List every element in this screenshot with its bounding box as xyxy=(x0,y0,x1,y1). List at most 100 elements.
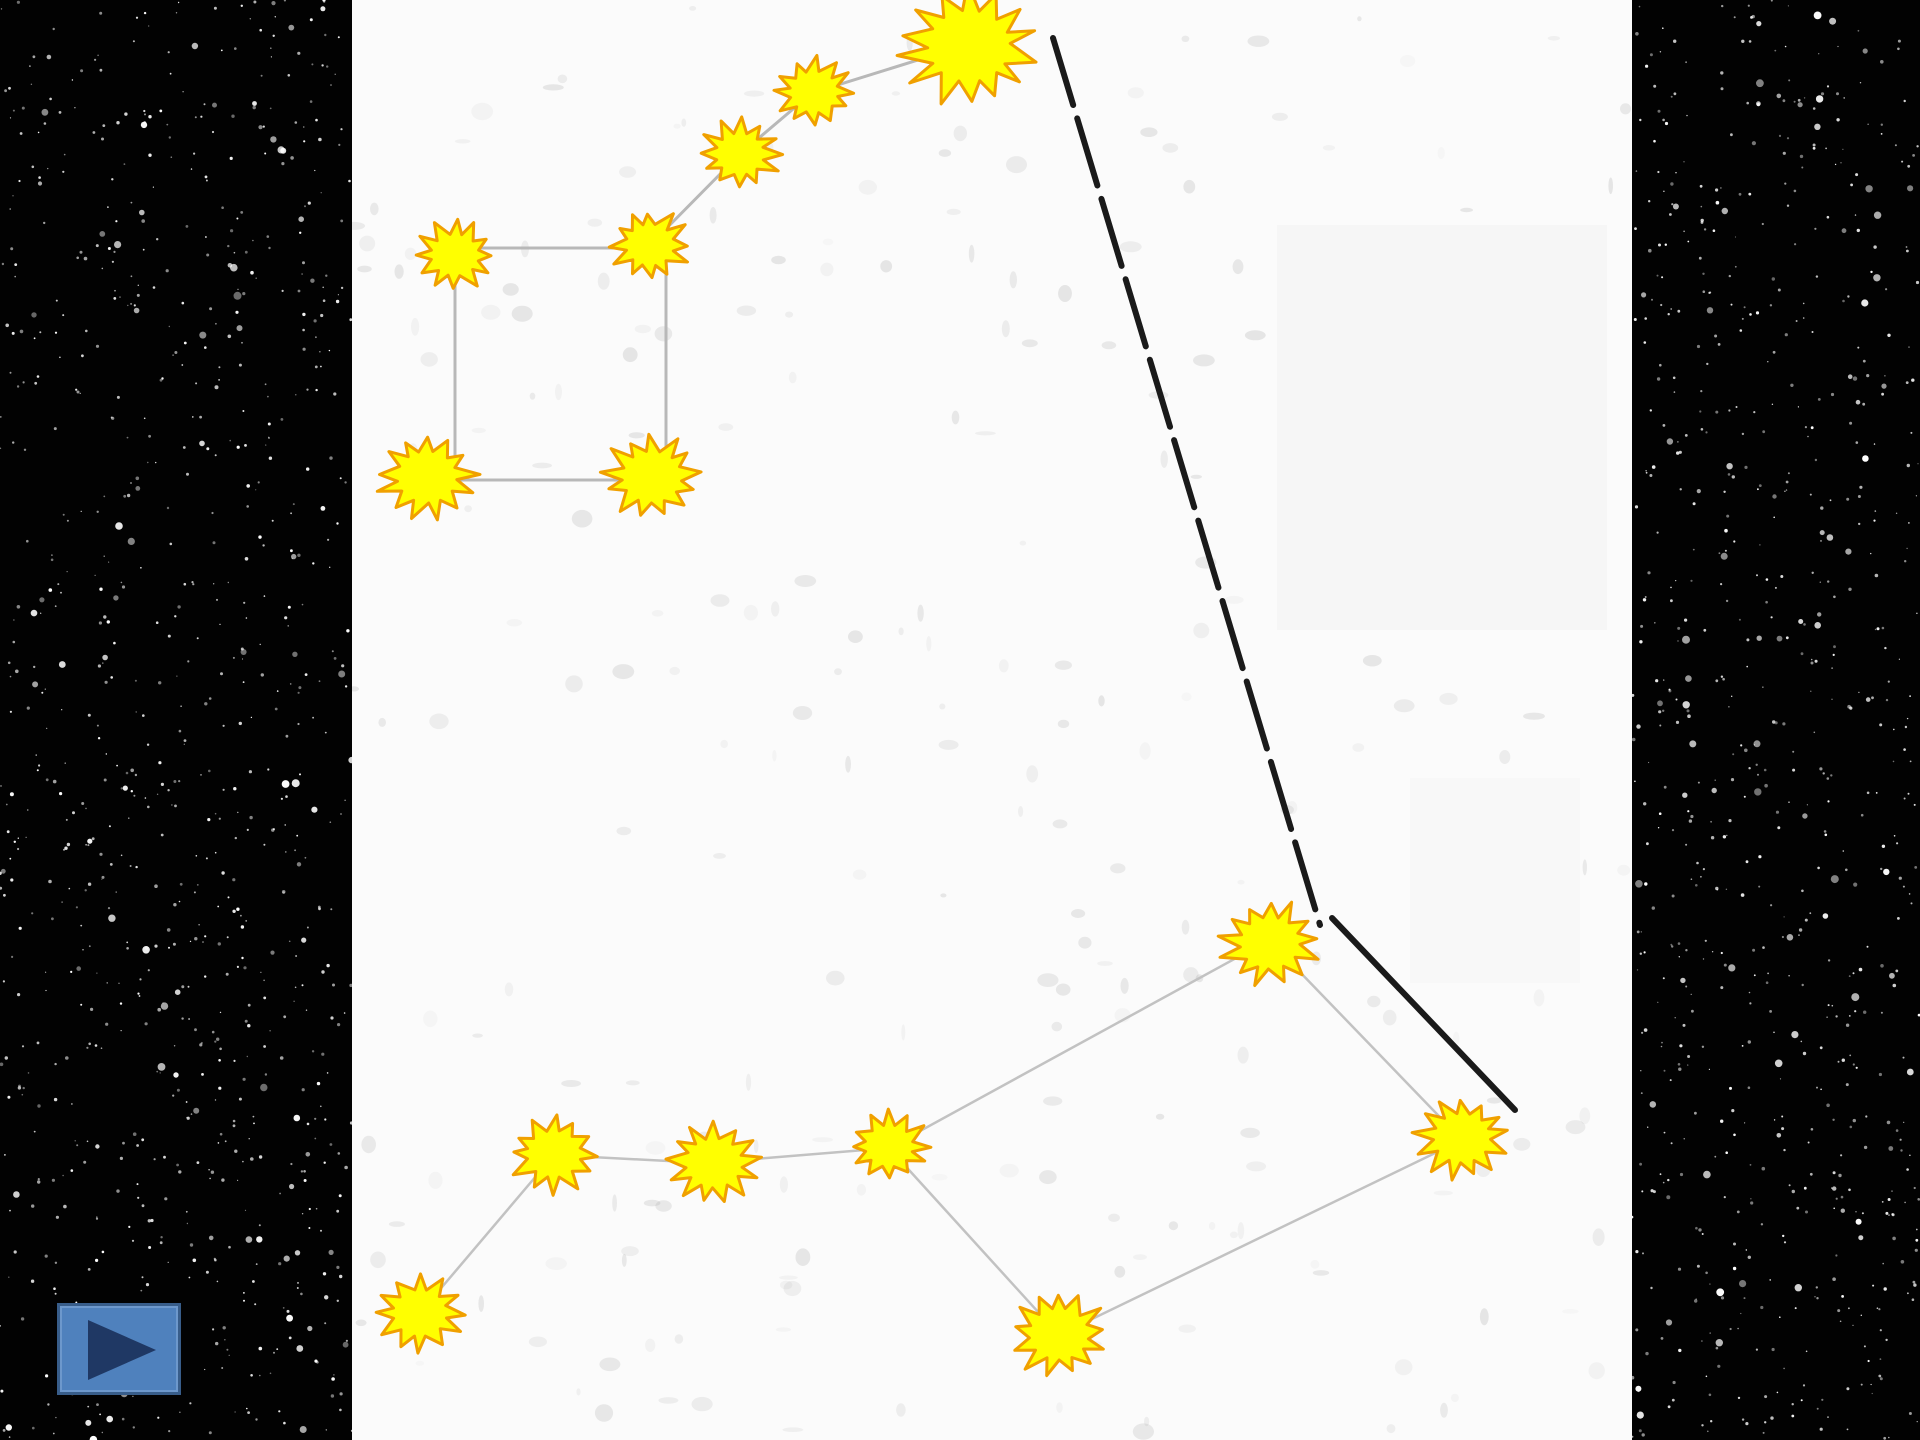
background-star xyxy=(126,942,128,944)
background-star xyxy=(181,985,184,988)
background-star xyxy=(1667,1179,1669,1181)
background-star xyxy=(81,511,82,512)
background-speck xyxy=(530,393,536,400)
background-star xyxy=(134,308,140,314)
background-speck xyxy=(853,870,867,880)
background-star xyxy=(26,837,27,838)
background-speck xyxy=(1114,1266,1125,1278)
background-star xyxy=(1786,489,1787,490)
background-star xyxy=(1849,422,1852,425)
background-star xyxy=(1821,1399,1823,1401)
background-star xyxy=(194,1028,197,1031)
background-star xyxy=(1667,438,1673,444)
background-star xyxy=(218,1142,220,1144)
background-star xyxy=(1665,122,1668,125)
background-star xyxy=(1694,1112,1697,1115)
background-star xyxy=(1842,1059,1845,1062)
background-star xyxy=(176,1164,179,1167)
background-star xyxy=(96,244,99,247)
background-star xyxy=(1772,277,1775,280)
background-star xyxy=(1663,191,1664,192)
background-star xyxy=(1697,489,1701,493)
background-star xyxy=(1711,836,1714,839)
background-star xyxy=(11,956,13,958)
background-speck xyxy=(416,1361,425,1366)
background-star xyxy=(1871,1384,1872,1385)
background-star xyxy=(135,866,137,868)
background-star xyxy=(1819,767,1822,770)
background-star xyxy=(1687,241,1689,243)
background-star xyxy=(8,662,11,665)
constellation-diagram xyxy=(352,0,1632,1440)
background-star xyxy=(233,1124,236,1127)
background-star xyxy=(230,229,233,232)
background-star xyxy=(88,1043,91,1046)
background-star xyxy=(1762,687,1763,688)
background-speck xyxy=(848,630,863,643)
background-star xyxy=(95,1259,98,1262)
background-star xyxy=(1885,288,1887,290)
background-star xyxy=(208,1169,209,1170)
background-star xyxy=(120,1157,123,1160)
background-star xyxy=(258,481,260,483)
background-star xyxy=(1718,343,1721,346)
background-star xyxy=(1879,723,1882,726)
background-star xyxy=(1866,374,1869,377)
background-star xyxy=(319,680,321,682)
background-star xyxy=(1679,956,1680,957)
background-star xyxy=(22,1094,24,1096)
background-speck xyxy=(1367,996,1380,1007)
background-star xyxy=(45,1374,48,1377)
background-star xyxy=(324,1118,326,1120)
background-star xyxy=(265,444,266,445)
background-star xyxy=(104,556,105,557)
background-star xyxy=(250,271,254,275)
background-star xyxy=(141,219,145,223)
background-star xyxy=(1763,1432,1765,1434)
background-star xyxy=(212,1031,215,1034)
background-star xyxy=(286,1315,293,1322)
background-star xyxy=(1888,681,1890,683)
background-star xyxy=(270,136,276,142)
background-star xyxy=(253,106,256,109)
background-star xyxy=(130,482,132,484)
background-star xyxy=(1906,250,1909,253)
background-star xyxy=(4,89,7,92)
background-star xyxy=(192,583,194,585)
background-star xyxy=(107,206,109,208)
background-star xyxy=(1848,374,1853,379)
background-star xyxy=(202,941,204,943)
background-star xyxy=(1904,1202,1906,1204)
background-speck xyxy=(675,1334,684,1343)
background-star xyxy=(1733,1134,1736,1137)
background-star xyxy=(308,1227,310,1229)
background-star xyxy=(193,153,195,155)
background-star xyxy=(1725,550,1727,552)
background-star xyxy=(1670,182,1673,185)
background-speck xyxy=(561,1080,581,1087)
background-star xyxy=(1847,295,1849,297)
background-star xyxy=(102,876,105,879)
background-star xyxy=(221,871,224,874)
background-star xyxy=(1893,984,1897,988)
background-star xyxy=(71,1169,74,1172)
next-slide-button[interactable] xyxy=(57,1303,181,1395)
background-star xyxy=(135,774,137,776)
background-star xyxy=(220,672,223,675)
background-star xyxy=(131,202,133,204)
background-star xyxy=(1735,236,1736,237)
background-star xyxy=(325,275,327,277)
background-star xyxy=(1658,827,1659,828)
background-star xyxy=(190,941,191,942)
background-star xyxy=(228,263,233,268)
background-speck xyxy=(999,659,1009,672)
background-speck xyxy=(623,347,638,362)
background-speck xyxy=(823,239,834,246)
background-speck xyxy=(1006,156,1027,173)
background-star xyxy=(166,269,169,272)
background-star xyxy=(297,862,301,866)
background-star xyxy=(1721,952,1723,954)
background-star xyxy=(1832,1277,1836,1281)
background-star xyxy=(1795,1307,1797,1309)
background-star xyxy=(226,973,229,976)
